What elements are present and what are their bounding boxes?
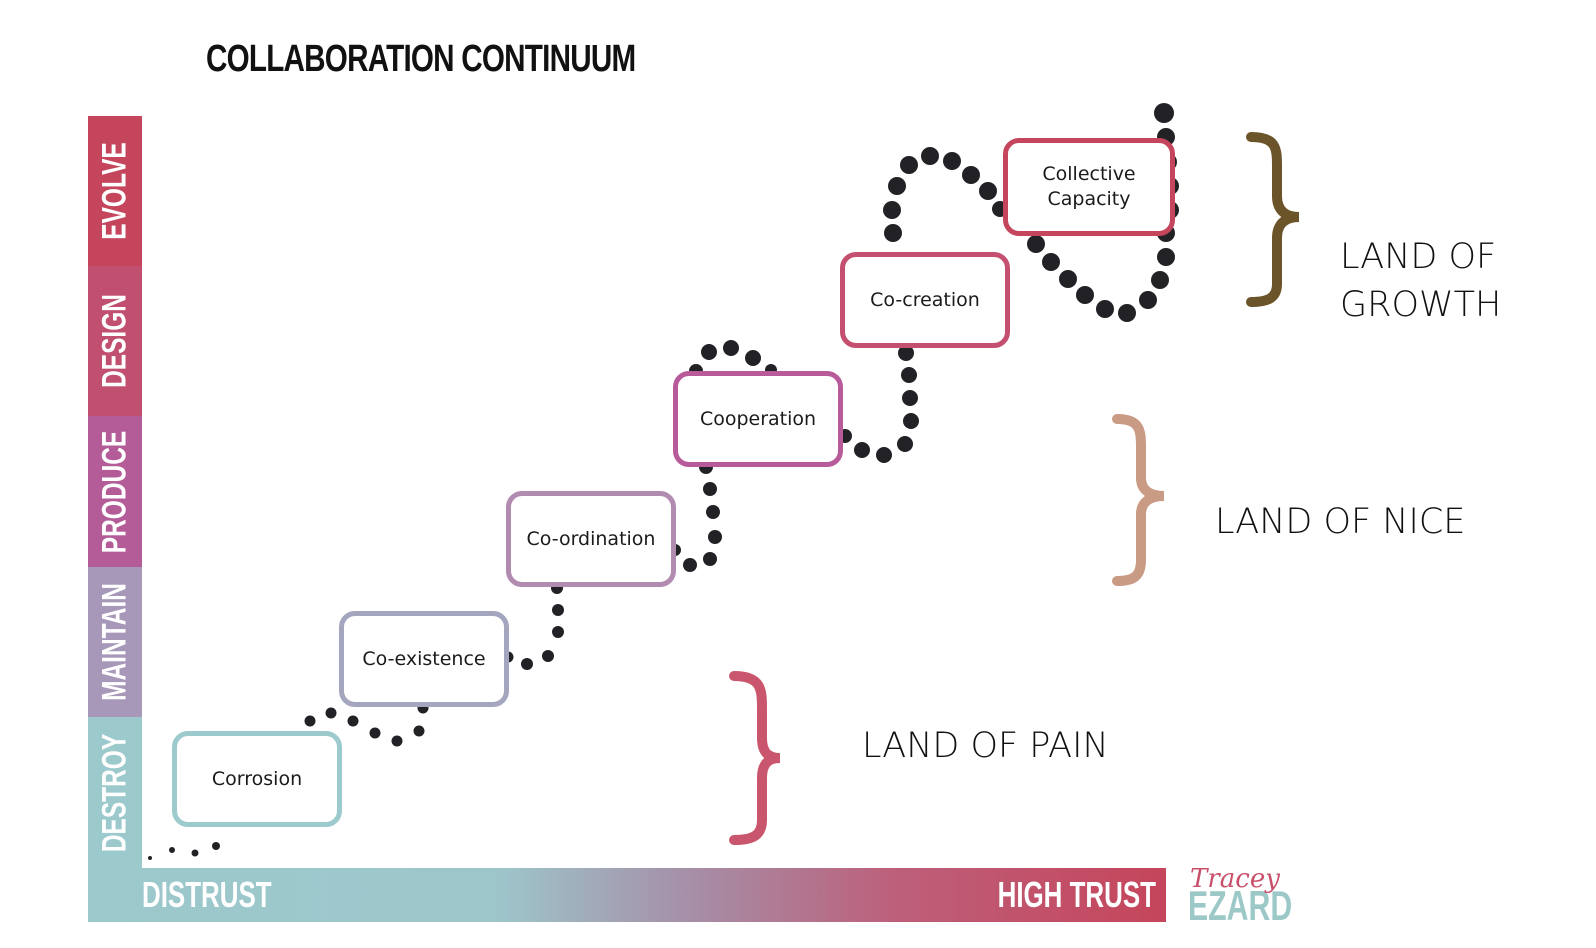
land-of-growth-label: LAND OF GROWTH: [1340, 237, 1502, 325]
path-dot: [1139, 291, 1157, 309]
diagram-title: COLLABORATION CONTINUUM: [206, 38, 636, 80]
land-of-pain-label: LAND OF PAIN: [862, 726, 1109, 766]
path-dot: [897, 436, 913, 452]
path-dot: [1151, 271, 1169, 289]
path-dot: [901, 367, 917, 383]
level-destroy: DESTROY: [88, 717, 142, 869]
path-dot: [347, 715, 359, 727]
path-dot: [876, 447, 892, 463]
land-of-nice-brace-icon: [1112, 414, 1165, 586]
path-dot: [1059, 270, 1077, 288]
path-dot: [542, 650, 554, 662]
path-dot: [1157, 248, 1175, 266]
path-dot: [979, 182, 997, 200]
path-dot: [703, 482, 717, 496]
path-dot: [745, 350, 761, 366]
path-dot: [900, 156, 918, 174]
path-dot: [921, 147, 939, 165]
tracey-ezard-logo: EZARD Tracey: [1188, 862, 1292, 929]
path-dot: [883, 201, 901, 219]
level-produce: PRODUCE: [88, 416, 142, 567]
path-dot: [898, 345, 914, 361]
logo-ezard-text: EZARD: [1188, 882, 1293, 929]
path-dot: [888, 177, 906, 195]
path-dot: [1027, 235, 1045, 253]
path-dot: [903, 413, 919, 429]
path-dot: [304, 715, 316, 727]
trust-axis-bar: DISTRUST HIGH TRUST: [88, 868, 1166, 922]
stage-cooperation: Cooperation: [673, 371, 843, 467]
path-dot: [962, 166, 980, 184]
path-dot: [391, 735, 403, 747]
path-dot: [1042, 253, 1060, 271]
path-dot: [703, 552, 717, 566]
path-dot: [369, 727, 381, 739]
stage-label: Co-ordination: [526, 527, 656, 550]
stage-co-existence: Co-existence: [339, 611, 509, 707]
path-dot: [169, 847, 175, 853]
path-dot: [552, 604, 564, 616]
path-dot: [413, 725, 425, 737]
stage-collective-capacity: Collective Capacity: [1003, 138, 1175, 236]
path-dot: [708, 530, 722, 544]
path-dot: [1096, 300, 1114, 318]
stage-label: Cooperation: [699, 407, 817, 430]
path-dot: [902, 390, 918, 406]
land-of-growth-brace-icon: [1246, 132, 1300, 307]
path-dot: [212, 842, 220, 850]
level-evolve: EVOLVE: [88, 116, 142, 266]
stage-label: Co-existence: [362, 647, 486, 670]
path-dot: [1076, 286, 1094, 304]
path-dot: [683, 558, 697, 572]
path-dot: [1154, 103, 1174, 123]
path-dot: [191, 849, 199, 857]
land-of-pain-brace-icon: [729, 671, 781, 845]
path-dot: [148, 856, 152, 860]
path-dot: [854, 442, 870, 458]
land-of-nice-label: LAND OF NICE: [1215, 502, 1466, 542]
path-dot: [521, 658, 533, 670]
level-maintain: MAINTAIN: [88, 567, 142, 717]
stage-corrosion: Corrosion: [172, 731, 342, 827]
distrust-label: DISTRUST: [142, 874, 272, 915]
path-dot: [325, 707, 337, 719]
path-dot: [706, 505, 720, 519]
path-dot: [943, 152, 961, 170]
stage-label: Collective Capacity: [1042, 163, 1136, 210]
path-dot: [1118, 304, 1136, 322]
high-trust-label: HIGH TRUST: [997, 874, 1156, 915]
path-dot: [552, 626, 564, 638]
path-dot: [723, 340, 739, 356]
stage-label: Corrosion: [211, 767, 303, 790]
stage-co-ordination: Co-ordination: [506, 491, 676, 587]
level-design: DESIGN: [88, 266, 142, 416]
path-dot: [884, 224, 902, 242]
stage-co-creation: Co-creation: [840, 252, 1010, 348]
path-dot: [701, 344, 717, 360]
stage-label: Co-creation: [870, 288, 980, 311]
logo-tracey-script: Tracey: [1190, 864, 1280, 894]
